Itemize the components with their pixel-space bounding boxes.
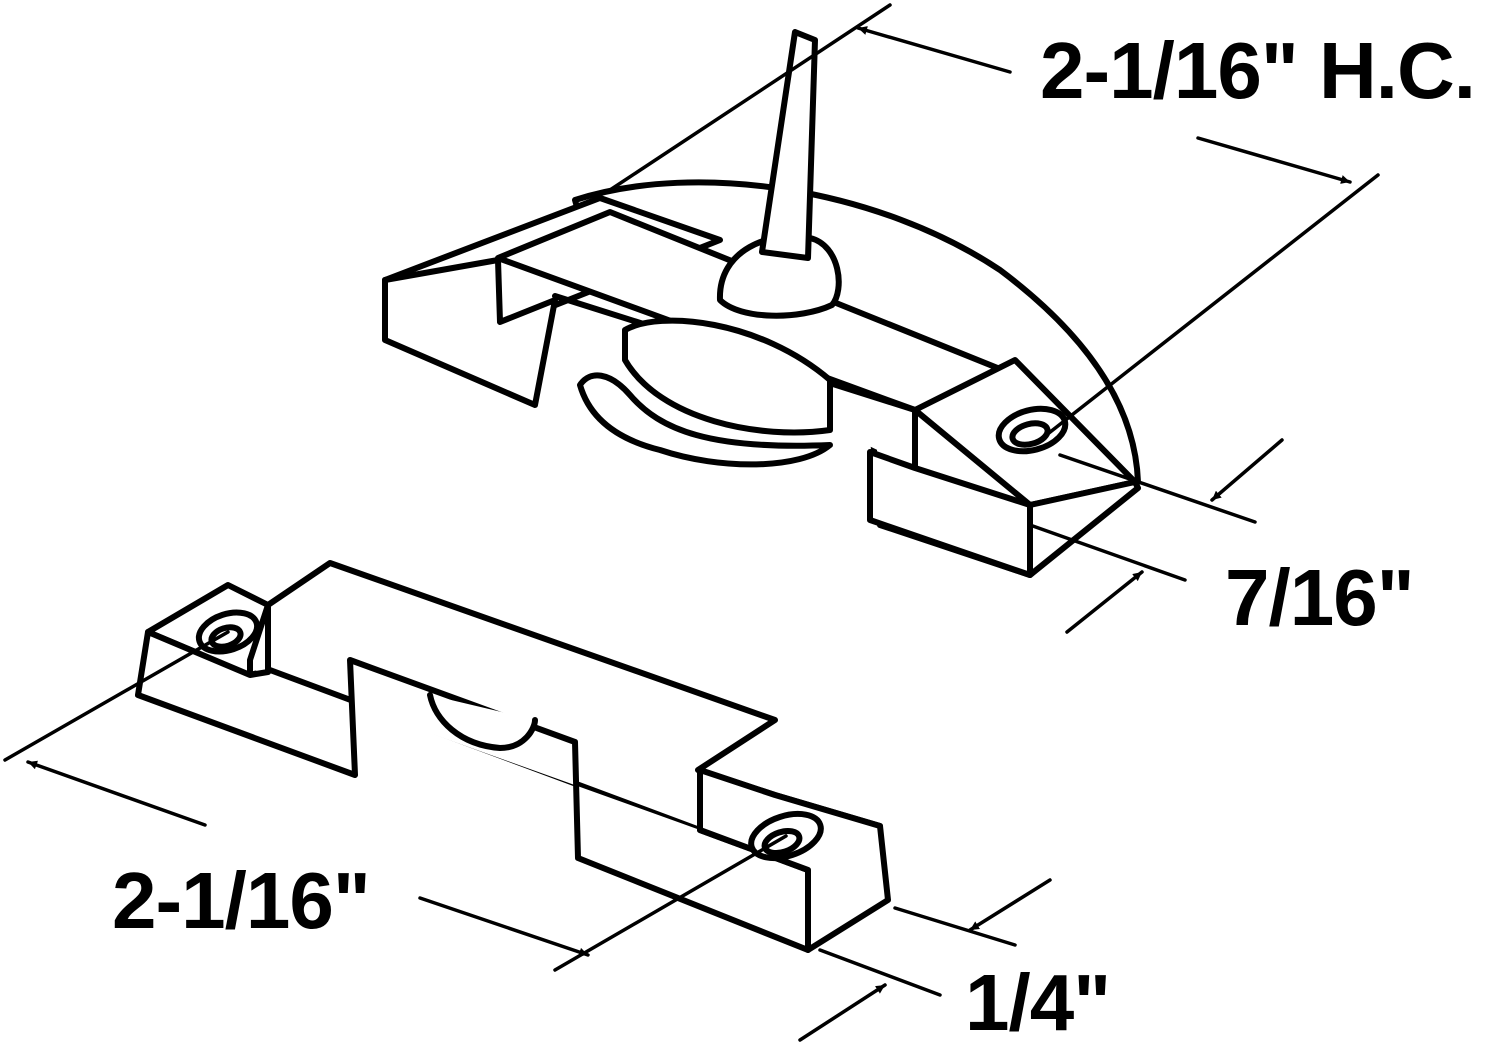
keeper-height-arrow-bottom	[798, 983, 887, 1042]
latch-height-extension-bottom	[1028, 523, 1187, 582]
keeper-length-extension-right	[553, 834, 788, 972]
keeper-height-extension-bottom	[818, 948, 942, 997]
keeper-left-block	[135, 602, 811, 953]
label-latch-hole-centers: 2-1/16" H.C.	[1040, 26, 1475, 115]
sash-lock-latch	[382, 29, 1141, 578]
latch-height-arrow-bottom	[1065, 570, 1144, 634]
keeper-length-arrow-right	[418, 896, 590, 957]
keeper-right-block	[697, 767, 891, 953]
hc-extension-left	[608, 3, 892, 192]
hc-arrow-right	[1196, 136, 1352, 184]
label-latch-height: 7/16"	[1225, 553, 1414, 642]
hc-arrow-left	[856, 26, 1012, 74]
label-keeper-height: 1/4"	[965, 958, 1110, 1045]
keeper-length-arrow-left	[26, 760, 207, 827]
latch-height-arrow-top	[1210, 438, 1284, 502]
latch-right-ear-side	[1027, 479, 1141, 578]
keeper-height-arrow-top	[968, 878, 1052, 932]
dimension-lines	[3, 3, 1380, 1042]
keeper-inner-notch	[427, 692, 538, 751]
latch-cam-disc	[622, 317, 833, 436]
keeper-length-extension-left	[3, 630, 230, 762]
latch-lever-spike	[759, 29, 818, 261]
hc-extension-right	[1038, 173, 1380, 442]
label-keeper-length: 2-1/16"	[112, 856, 370, 945]
keeper-height-extension-top	[893, 906, 1017, 947]
latch-cam-hook	[577, 372, 833, 468]
latch-height-extension-top	[1058, 453, 1257, 524]
